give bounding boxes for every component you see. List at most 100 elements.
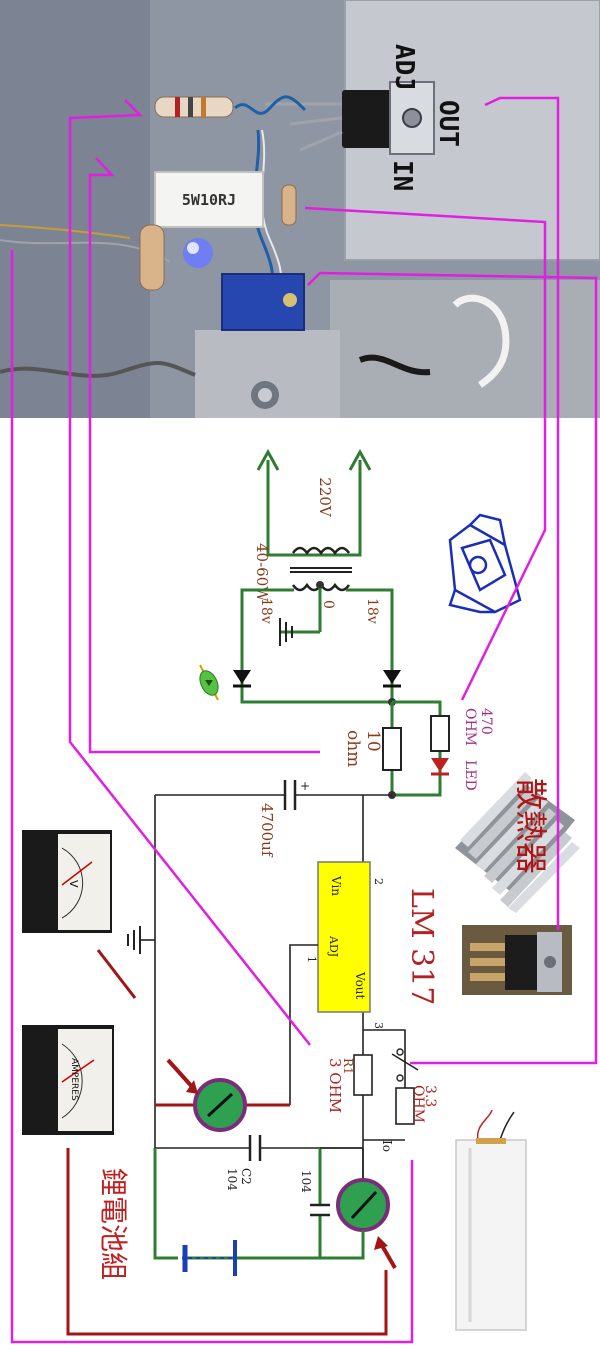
diode-right: [383, 670, 401, 684]
voltmeter-symbol: [155, 1058, 290, 1132]
label-18v-right: 18v: [364, 598, 380, 624]
c3-gap: [312, 1205, 328, 1215]
circuit-photo: 5W10RJ ADJ OUT IN: [0, 0, 600, 418]
resistor-r2: [395, 1087, 415, 1125]
label-heatsink: 散熱器: [512, 778, 550, 874]
photo-label-in: IN: [387, 160, 417, 191]
secondary-right-wire: [346, 588, 394, 702]
label-3-3: 3.3: [422, 1085, 438, 1107]
clip-drawing: [448, 513, 522, 614]
c2-gap: [250, 1138, 260, 1158]
ammeter-unit: AMPERES: [69, 1058, 79, 1101]
heatsink-illustration: 散熱器: [455, 772, 580, 913]
switch-contact-1: [396, 1048, 404, 1056]
voltmeter-unit: V: [67, 880, 80, 888]
ammeter-arrowhead: [374, 1236, 388, 1250]
diode-left: [233, 670, 251, 684]
voltmeter-image: V: [22, 830, 112, 933]
power-resistor-photo: [154, 171, 264, 228]
cap-gap: [284, 782, 296, 808]
resistor-10ohm: [382, 727, 402, 771]
label-led: LED: [462, 760, 478, 791]
annotation-line-led: [304, 206, 547, 701]
label-c2-value: 104: [225, 1168, 239, 1191]
output-stage: R1 3 OHM 3.3 OHM Io: [326, 1029, 438, 1152]
reg-lead-3: [470, 973, 505, 981]
wire-bottom-photo: [0, 361, 196, 378]
annotation-line-10ohm: [88, 157, 320, 754]
label-3ohm: 3 OHM: [326, 1058, 344, 1113]
transformer: 220V 40-60W 18v 0 18v: [253, 448, 380, 624]
photo-shadow-left: [0, 0, 150, 418]
lm317-body-photo: [342, 90, 392, 148]
center-tap-dot: [316, 581, 324, 589]
label-battery-pack: 鋰電池組: [97, 1168, 130, 1280]
reg-lead-1: [470, 943, 505, 951]
led-glow-photo: [187, 242, 199, 254]
battery-stage: C2 104 104 鋰電池組: [97, 1135, 397, 1280]
label-18v-left: 18v: [258, 598, 274, 624]
annotation-line-r1: [68, 99, 311, 1046]
lm317-pin3: 3: [372, 1022, 385, 1029]
arrow-diagonal: [96, 949, 137, 999]
rectifier: [199, 588, 401, 706]
ammeter-image: AMPERES: [22, 1025, 114, 1135]
label-10: 10: [363, 730, 383, 752]
voltmeter-arrow: [166, 1058, 197, 1092]
switch-contact-2: [396, 1074, 404, 1082]
label-center-tap: 0: [320, 600, 336, 609]
wire-thick-black-photo: [358, 354, 431, 376]
label-power: 40-60W: [253, 543, 271, 602]
battery-wire-red: [476, 1109, 493, 1141]
trimmer-screw-photo: [283, 293, 297, 307]
annotation-lines: [10, 96, 598, 1344]
lm317-vin-label: Vin: [329, 875, 343, 896]
r2-switch: [391, 1053, 419, 1071]
arrow-bottom-loop: [66, 1148, 388, 1336]
heatsink-fins: [455, 772, 580, 913]
led-photo: [183, 238, 213, 268]
power-resistor-marking: 5W10RJ: [182, 191, 236, 209]
led-symbol: [431, 758, 449, 772]
annotation-line-out: [484, 96, 560, 930]
cap-polarity: +: [300, 779, 310, 793]
ground-symbol-top: [279, 618, 320, 646]
battery-wire-black: [499, 1111, 515, 1141]
label-ohm: ohm: [343, 730, 363, 767]
wire-blue-photo: [234, 95, 307, 115]
resistor-vertical-photo: [139, 224, 165, 291]
secondary-left-wire: [240, 588, 392, 704]
reg-lead-2: [470, 958, 505, 966]
annotation-line-r2: [307, 271, 598, 1065]
reg-tab-hole: [544, 956, 556, 968]
wire-thick-white-photo: [452, 294, 510, 388]
schematic: 220V 40-60W 18v 0 18v: [22, 448, 580, 1336]
lm317-body: [317, 861, 371, 1013]
battery-gap-left: [178, 1251, 182, 1265]
ground-symbol-main: [127, 926, 155, 954]
reg-body-photo: [505, 935, 537, 990]
label-4700uf: 4700uf: [258, 803, 276, 858]
photo-label-adj: ADJ: [389, 44, 419, 91]
label-c2: C2: [239, 1168, 253, 1185]
label-c3-value: 104: [299, 1170, 313, 1193]
lm317: Vin ADJ Vout 2 1 3 LM 317: [289, 861, 439, 1105]
label-220v: 220V: [316, 477, 334, 518]
lm317-pin2: 2: [372, 878, 385, 885]
lm317-adj-label: ADJ: [327, 935, 340, 957]
resistor-top-photo: [154, 96, 234, 118]
resistor-r1: [353, 1054, 373, 1096]
battery-photo: [455, 1109, 527, 1331]
label-io: Io: [380, 1140, 394, 1152]
ammeter-scale: [61, 1043, 83, 1119]
lm317-title: LM 317: [404, 888, 439, 1005]
primary-coil: [291, 546, 351, 556]
adj-wire: [289, 944, 318, 1105]
band1: [175, 97, 180, 117]
battery-photo-body: [455, 1139, 527, 1331]
voltmeter-needle: [206, 1092, 234, 1118]
bolt-head-photo: [258, 388, 272, 402]
photo-label-out: OUT: [433, 100, 463, 147]
primary-wire: [266, 460, 362, 557]
